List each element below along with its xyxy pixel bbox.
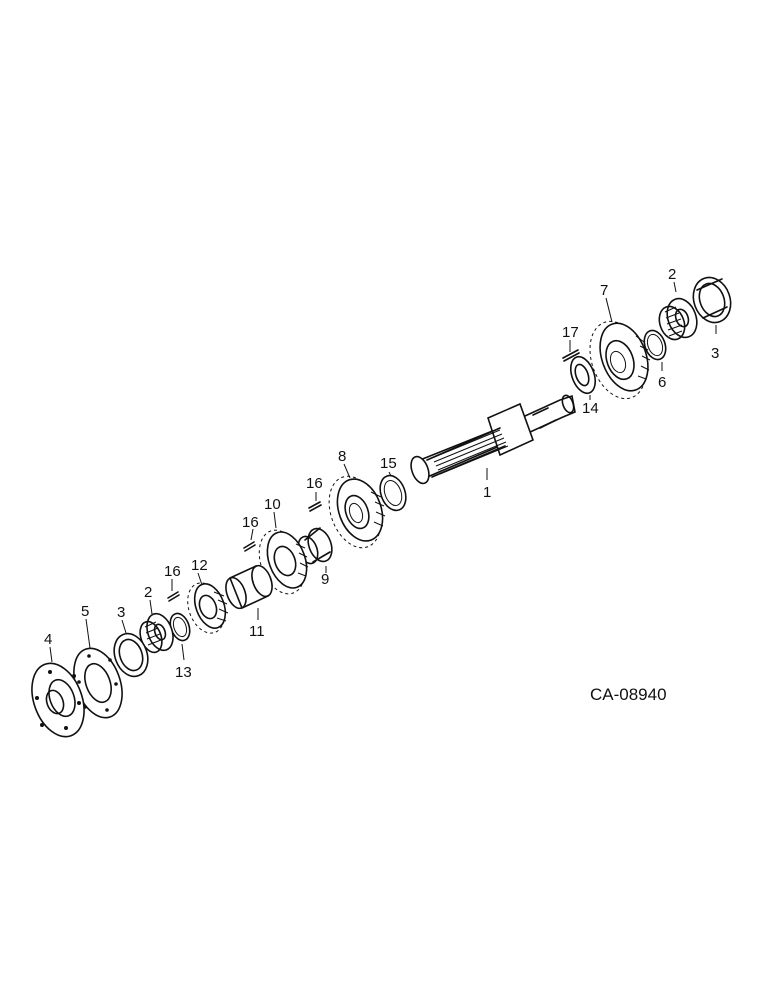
callout-2-right: 2 <box>668 266 676 283</box>
callout-14: 14 <box>582 400 599 417</box>
callout-15: 15 <box>380 455 397 472</box>
bearing-cone-right <box>658 297 698 341</box>
callout-4: 4 <box>44 631 52 648</box>
callout-9: 9 <box>321 571 329 588</box>
bearing-cup-left <box>113 632 149 678</box>
gear-7 <box>589 320 651 400</box>
sleeve-11 <box>225 564 273 610</box>
callout-12: 12 <box>191 557 208 574</box>
callout-3-right: 3 <box>711 345 719 362</box>
gear-8 <box>328 475 386 549</box>
callout-17: 17 <box>562 324 579 341</box>
leader-lines <box>49 281 717 663</box>
pin-16-lower <box>167 591 180 602</box>
callout-labels: 1 2 2 3 3 4 5 6 7 8 9 10 11 12 13 14 15 … <box>44 266 719 704</box>
callout-16-lower: 16 <box>164 563 181 580</box>
thrust-washer-14 <box>569 355 597 395</box>
gasket-5 <box>73 647 123 719</box>
callout-7: 7 <box>600 282 608 299</box>
callout-16-upper: 16 <box>306 475 323 492</box>
callout-1: 1 <box>483 484 491 501</box>
pin-16-upper <box>308 501 322 512</box>
bushing-9 <box>297 527 333 565</box>
callout-3-left: 3 <box>117 604 125 621</box>
bearing-cup-right <box>692 276 732 324</box>
callout-5: 5 <box>81 603 89 620</box>
callout-6: 6 <box>658 374 666 391</box>
callout-16-middle: 16 <box>242 514 259 531</box>
main-shaft-1 <box>410 394 576 485</box>
callout-2-left: 2 <box>144 584 152 601</box>
pin-16-middle <box>243 541 256 552</box>
pin-17 <box>562 349 580 362</box>
callout-13: 13 <box>175 664 192 681</box>
snap-ring-15 <box>379 474 407 512</box>
gear-10 <box>258 529 309 595</box>
gear-12 <box>187 582 229 634</box>
figure-code: CA-08940 <box>590 685 667 704</box>
callout-8: 8 <box>338 448 346 465</box>
callout-11: 11 <box>249 623 265 640</box>
callout-10: 10 <box>264 496 281 513</box>
retainer-4 <box>31 662 85 738</box>
